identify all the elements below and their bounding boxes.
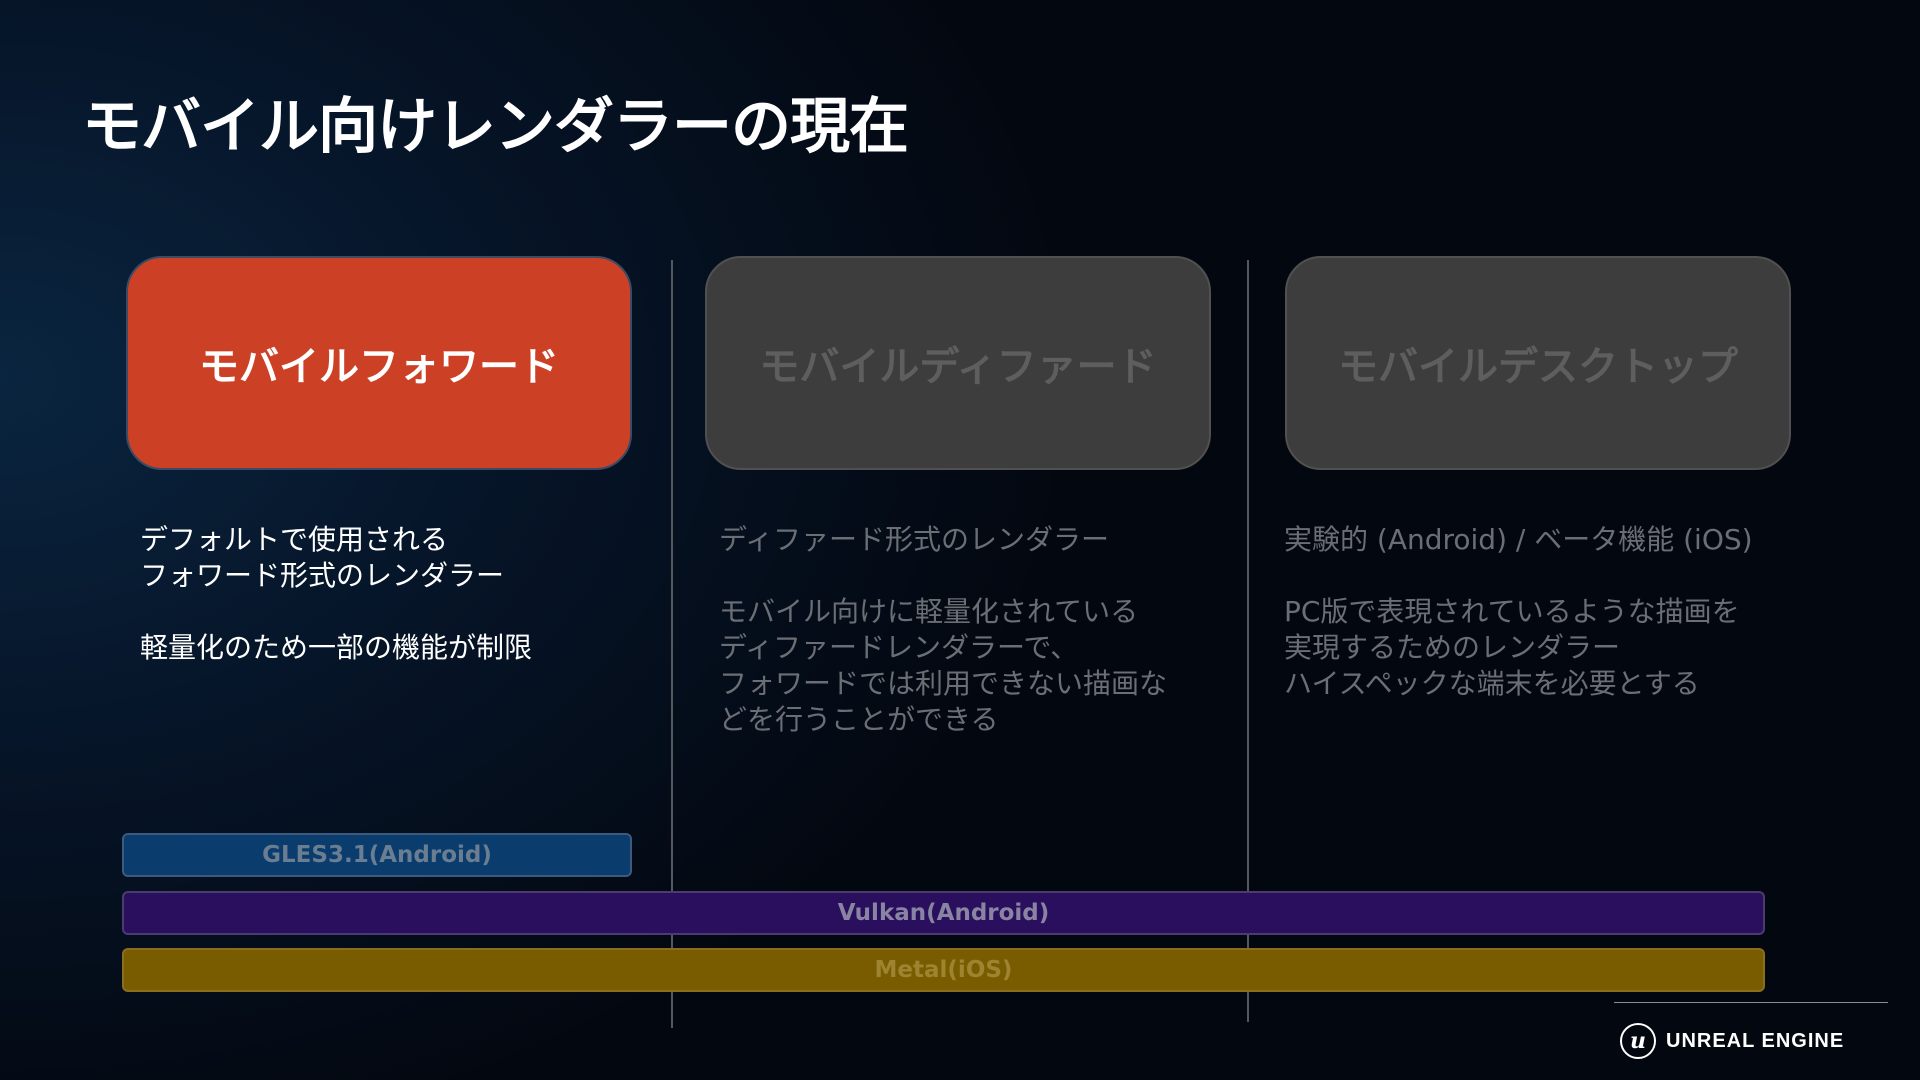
desc-mobile-desktop: 実験的 (Android) / ベータ機能 (iOS) PC版で表現されているよ… xyxy=(1284,522,1753,702)
desc-spacer xyxy=(140,594,532,630)
card-mobile-deferred: モバイルディファード xyxy=(705,256,1211,470)
card-mobile-desktop: モバイルデスクトップ xyxy=(1285,256,1791,470)
unreal-logo-icon: u xyxy=(1620,1023,1656,1059)
desc-line: モバイル向けに軽量化されている xyxy=(719,595,1139,628)
desc-line: デフォルトで使用される xyxy=(140,523,449,556)
desc-line: 実現するためのレンダラー xyxy=(1284,631,1621,664)
desc-mobile-deferred: ディファード形式のレンダラー モバイル向けに軽量化されている ディファードレンダ… xyxy=(719,522,1167,738)
desc-line: フォワード形式のレンダラー xyxy=(140,559,505,592)
desc-line: ディファードレンダラーで、 xyxy=(719,631,1079,664)
column-divider xyxy=(1247,260,1249,1022)
desc-line: フォワードでは利用できない描画な xyxy=(719,667,1168,700)
api-bar-metal: Metal(iOS) xyxy=(122,948,1765,992)
card-mobile-forward: モバイルフォワード xyxy=(126,256,632,470)
logo-text: UNREAL ENGINE xyxy=(1666,1029,1845,1052)
desc-spacer xyxy=(719,558,1167,594)
footer-rule xyxy=(1614,1002,1888,1003)
desc-line: どを行うことができる xyxy=(719,703,999,736)
desc-line: PC版で表現されているような描画を xyxy=(1284,595,1740,628)
slide-title: モバイル向けレンダラーの現在 xyxy=(82,92,909,162)
api-bar-gles: GLES3.1(Android) xyxy=(122,833,632,877)
unreal-engine-logo: u UNREAL ENGINE xyxy=(1620,1021,1844,1061)
desc-spacer xyxy=(1284,558,1753,594)
api-bar-vulkan: Vulkan(Android) xyxy=(122,891,1765,935)
column-divider xyxy=(671,260,673,1028)
desc-line: ハイスペックな端末を必要とする xyxy=(1284,667,1700,700)
desc-line: 実験的 (Android) / ベータ機能 (iOS) xyxy=(1284,523,1753,556)
desc-mobile-forward: デフォルトで使用される フォワード形式のレンダラー 軽量化のため一部の機能が制限 xyxy=(140,522,532,666)
desc-line: ディファード形式のレンダラー xyxy=(719,523,1110,556)
desc-line: 軽量化のため一部の機能が制限 xyxy=(140,631,533,664)
